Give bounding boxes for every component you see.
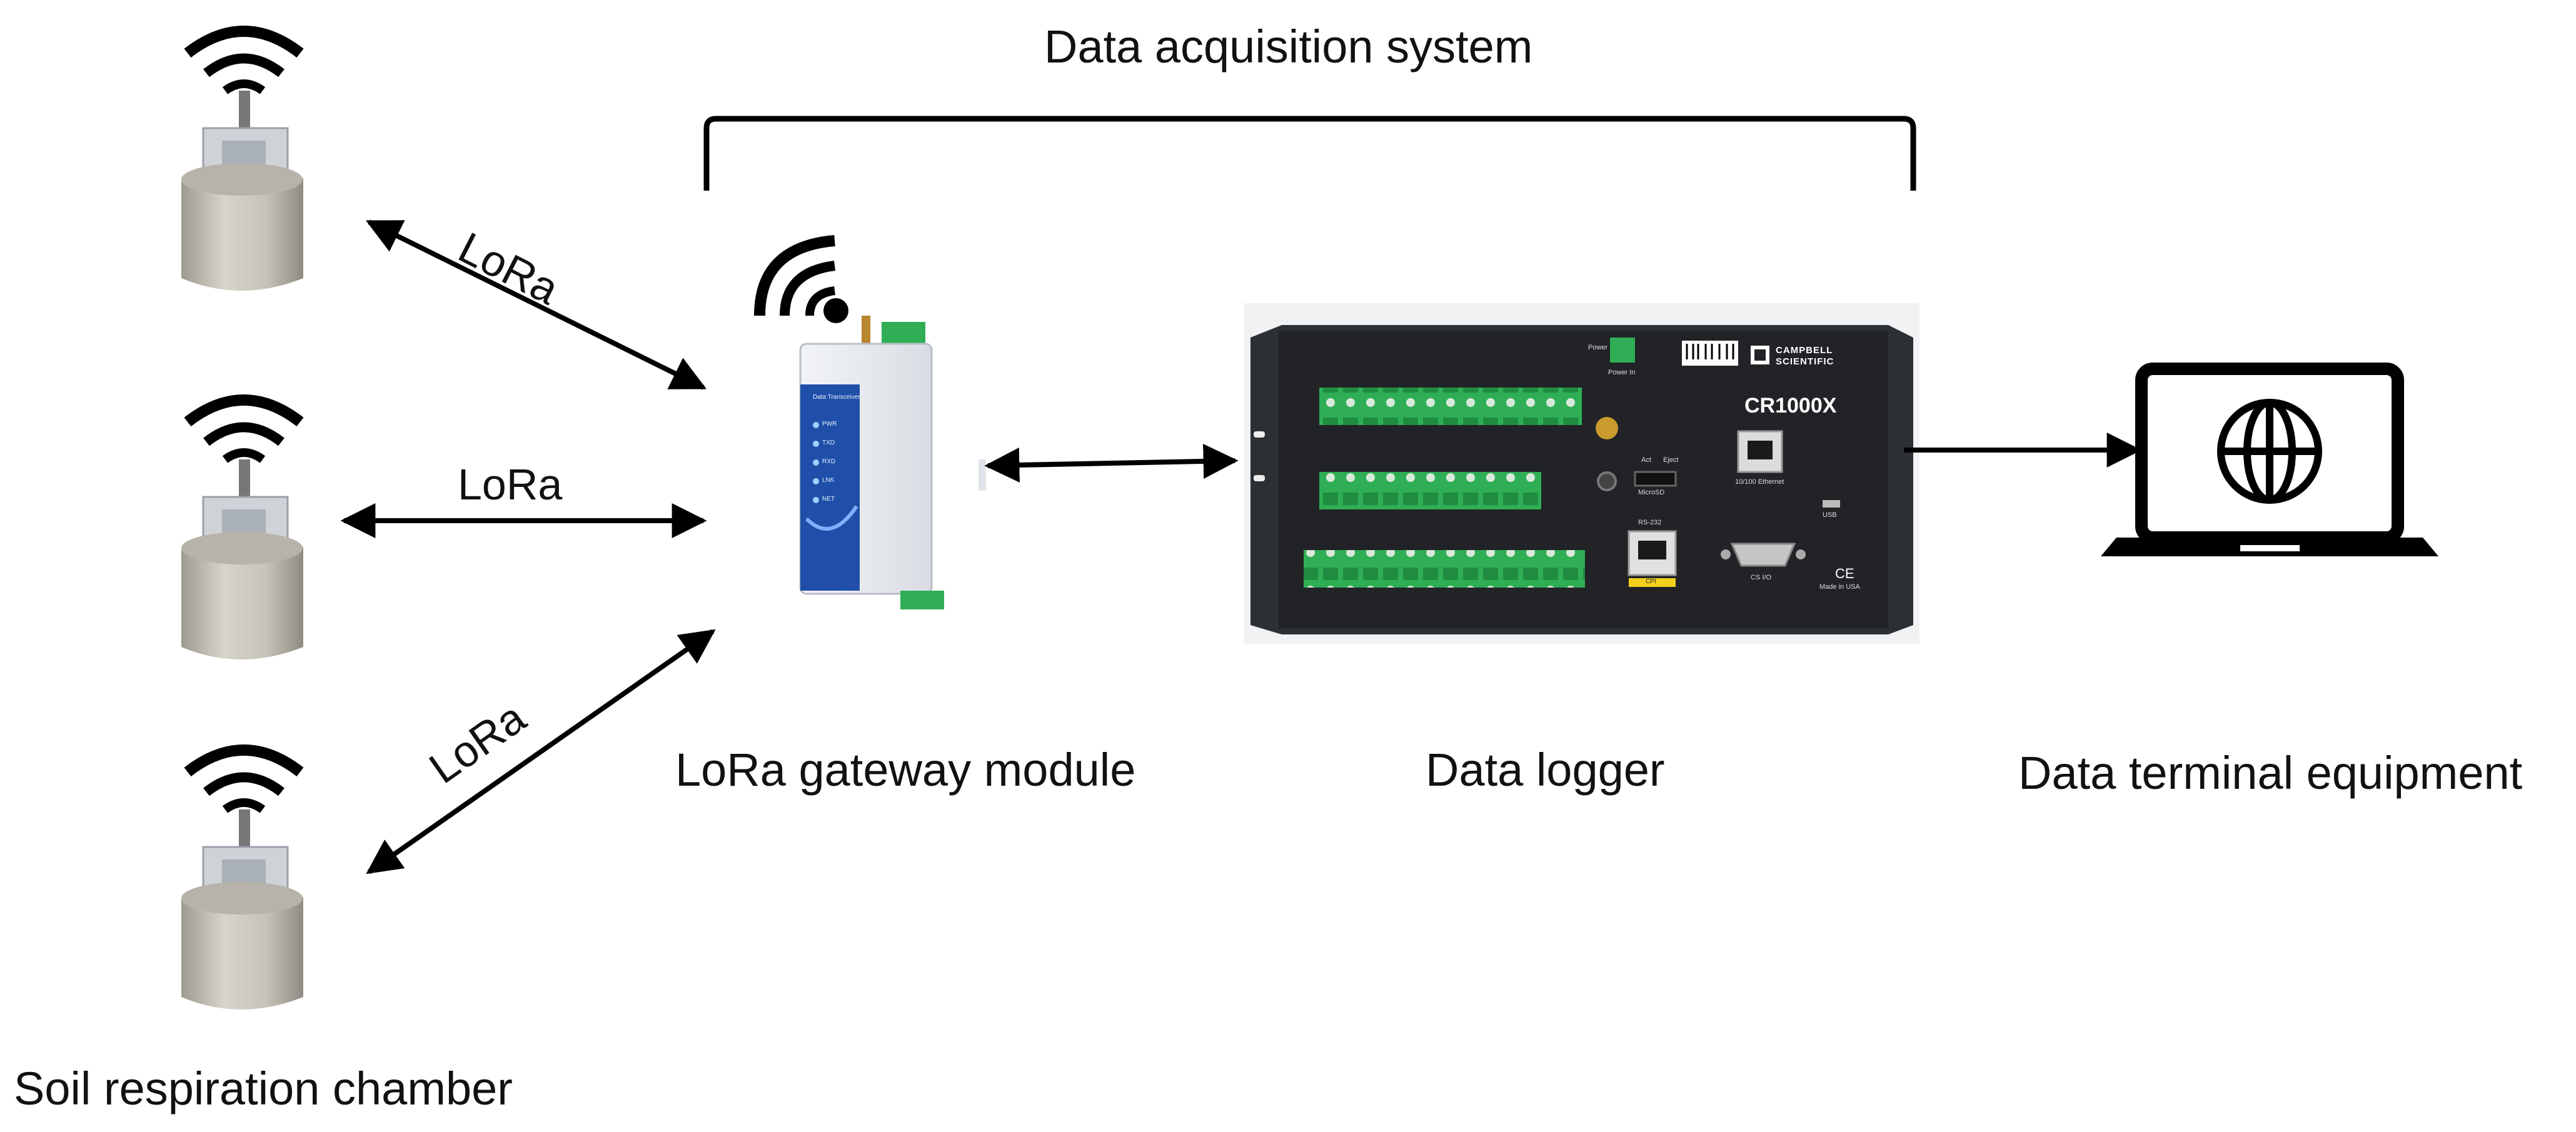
gateway-label: LoRa gateway module [675,744,1136,796]
lora-label-middle: LoRa [458,460,563,509]
logger-ce-label: CE [1835,566,1854,581]
globe-icon [2217,399,2322,504]
wifi-icon [184,394,304,463]
terminal-label: Data terminal equipment [2018,747,2523,799]
gateway-led-rxd: RXD [822,458,836,465]
logger-label: Data logger [1426,744,1665,796]
logger-rs232-label: RS-232 [1638,519,1662,526]
laptop-icon [2101,363,2438,556]
gateway-logger-arrow [984,444,1239,483]
chamber-label: Soil respiration chamber [14,1063,513,1114]
logger-act-label: Act [1641,456,1651,464]
wifi-icon [184,26,304,94]
logger-power-in-label: Power In [1608,369,1636,376]
system-bracket [703,116,1916,191]
logger-model-label: CR1000X [1744,394,1837,418]
soil-chamber-2 [181,394,304,659]
lora-link-upper-arrow [365,219,707,390]
logger-eject-label: Eject [1663,456,1679,464]
logger-ethernet-label: 10/100 Ethernet [1735,478,1784,486]
gateway-side-label: Data Transceiver [813,394,860,401]
gateway-led-lnk: LNK [822,477,835,484]
soil-chamber-3 [181,744,304,1009]
data-logger-device [1244,303,1919,644]
logger-brand-line2: SCIENTIFIC [1776,356,1834,367]
logger-made-in-label: Made in USA [1819,583,1860,591]
gateway-led-pwr: PWR [822,421,837,428]
signal-icon [754,235,848,323]
logger-cpi-label: CPI [1646,578,1656,585]
logger-cs-io-label: CS I/O [1751,574,1772,581]
gateway-led-txd: TXD [822,439,835,446]
wifi-icon [184,744,304,813]
logger-microsd-label: MicroSD [1638,489,1665,496]
gateway-led-net: NET [822,496,835,503]
logger-power-label: Power [1588,344,1608,351]
lora-gateway-device [754,235,986,609]
soil-chamber-1 [181,26,304,291]
logger-usb-label: USB [1823,511,1837,519]
system-title: Data acquisition system [1044,21,1533,73]
logger-brand-line1: CAMPBELL [1776,345,1833,356]
lora-link-lower-arrow [366,629,716,874]
